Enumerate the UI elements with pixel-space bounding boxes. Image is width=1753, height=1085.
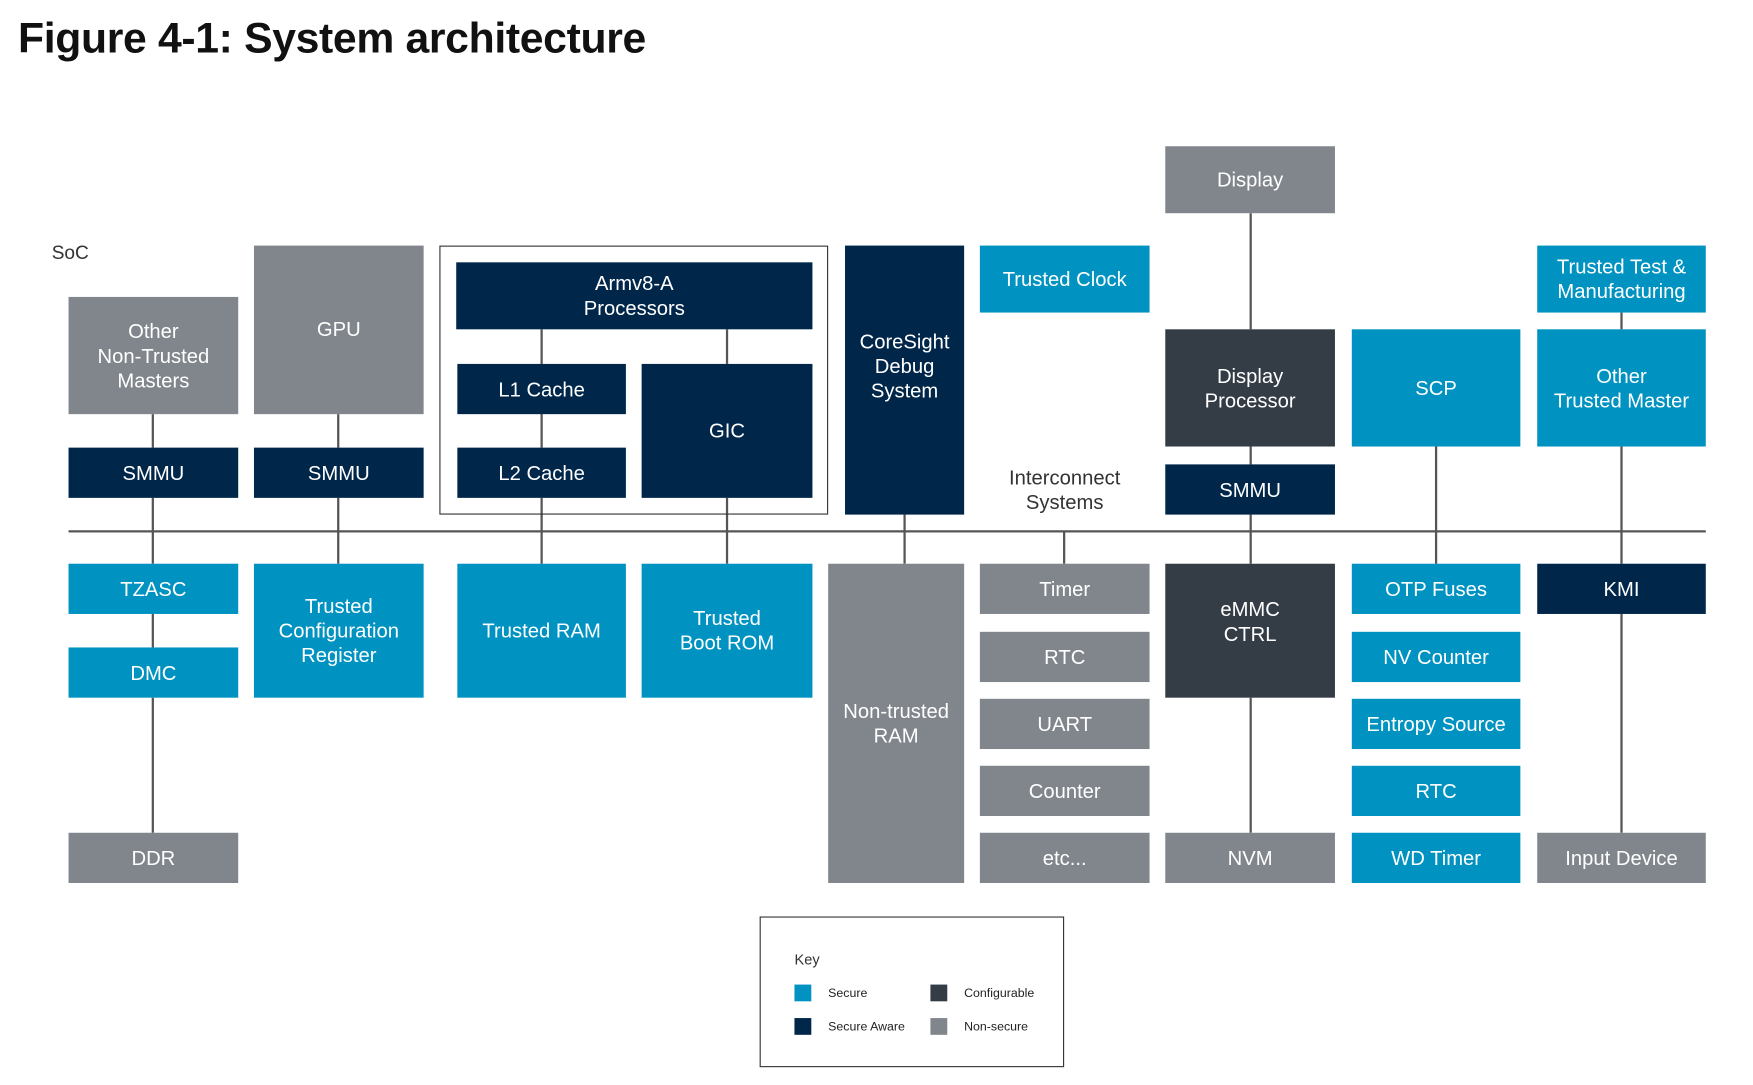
connector: [1249, 697, 1252, 833]
connector: [903, 514, 906, 564]
rtc-block: RTC: [1351, 765, 1521, 817]
connector: [1620, 446, 1623, 564]
display-processor-block: Display Processor: [1165, 329, 1335, 447]
figure-title: Figure 4-1: System architecture: [17, 15, 646, 63]
connector: [540, 497, 543, 564]
coresight-debug-block: CoreSight Debug System: [845, 245, 965, 515]
connector: [540, 329, 543, 364]
ddr-block: DDR: [68, 832, 239, 883]
input-device-block: Input Device: [1537, 832, 1706, 883]
legend: Key Secure Secure Aware Configurable Non…: [759, 916, 1065, 1068]
other-non-trusted-masters-block: Other Non-Trusted Masters: [68, 296, 239, 415]
connector: [151, 697, 154, 833]
kmi-block: KMI: [1537, 563, 1706, 614]
legend-item-configurable: Configurable: [930, 984, 1035, 1002]
legend-item-secure-aware: Secure Aware: [794, 1018, 905, 1035]
legend-label: Secure: [828, 986, 868, 1000]
connector: [151, 497, 154, 564]
otp-fuses-block: OTP Fuses: [1351, 563, 1521, 614]
interconnect-label: Interconnect Systems: [1009, 466, 1121, 514]
legend-item-secure: Secure: [794, 984, 868, 1002]
connector: [1249, 446, 1252, 465]
soc-label: SoC: [51, 242, 89, 264]
smmu-block: SMMU: [68, 447, 239, 498]
connector: [1249, 514, 1252, 564]
nvm-block: NVM: [1165, 832, 1335, 883]
connector: [1249, 213, 1252, 330]
rtc-block: RTC: [979, 631, 1150, 683]
connector: [1620, 613, 1623, 833]
l2-cache-block: L2 Cache: [457, 447, 626, 498]
trusted-configuration-register-block: Trusted Configuration Register: [253, 563, 424, 698]
connector: [725, 329, 728, 364]
trusted-test-manufacturing-block: Trusted Test & Manufacturing: [1537, 245, 1706, 313]
emmc-ctrl-block: eMMC CTRL: [1165, 563, 1335, 698]
connector: [337, 414, 339, 448]
legend-title: Key: [794, 951, 820, 968]
gic-block: GIC: [641, 363, 813, 498]
trusted-ram-block: Trusted RAM: [457, 563, 626, 698]
connector: [1434, 446, 1437, 564]
l1-cache-block: L1 Cache: [457, 363, 626, 415]
legend-swatch: [930, 984, 948, 1002]
interconnect-bus: [68, 530, 1706, 532]
counter-block: Counter: [979, 765, 1150, 817]
nv-counter-block: NV Counter: [1351, 631, 1521, 683]
legend-label: Configurable: [964, 986, 1035, 1000]
gpu-block: GPU: [253, 245, 424, 415]
armv8-processors-block: Armv8-A Processors: [456, 262, 813, 330]
display-block: Display: [1165, 146, 1335, 214]
trusted-clock-block: Trusted Clock: [979, 245, 1150, 313]
timer-block: Timer: [979, 563, 1150, 614]
smmu-block: SMMU: [253, 447, 424, 498]
connector: [1620, 312, 1623, 330]
legend-item-non-secure: Non-secure: [930, 1018, 1028, 1035]
connector: [725, 497, 728, 564]
legend-swatch: [930, 1018, 948, 1035]
processor-cluster-frame: [439, 245, 829, 515]
connector: [540, 413, 543, 448]
trusted-boot-rom-block: Trusted Boot ROM: [641, 563, 813, 698]
connector: [1063, 531, 1065, 564]
entropy-source-block: Entropy Source: [1351, 698, 1521, 750]
legend-label: Secure Aware: [828, 1019, 905, 1034]
scp-block: SCP: [1351, 329, 1521, 447]
connector: [337, 497, 339, 564]
tzasc-block: TZASC: [68, 563, 239, 614]
legend-swatch: [794, 984, 812, 1002]
connector: [151, 613, 154, 648]
non-trusted-ram-block: Non-trusted RAM: [828, 563, 965, 883]
smmu-block: SMMU: [1165, 464, 1335, 515]
dmc-block: DMC: [68, 647, 239, 698]
uart-block: UART: [979, 698, 1150, 750]
legend-swatch: [794, 1018, 812, 1035]
legend-label: Non-secure: [964, 1019, 1029, 1034]
wd-timer-block: WD Timer: [1351, 832, 1521, 883]
other-trusted-master-block: Other Trusted Master: [1537, 329, 1706, 447]
etc-block: etc...: [979, 832, 1150, 883]
connector: [151, 414, 154, 448]
